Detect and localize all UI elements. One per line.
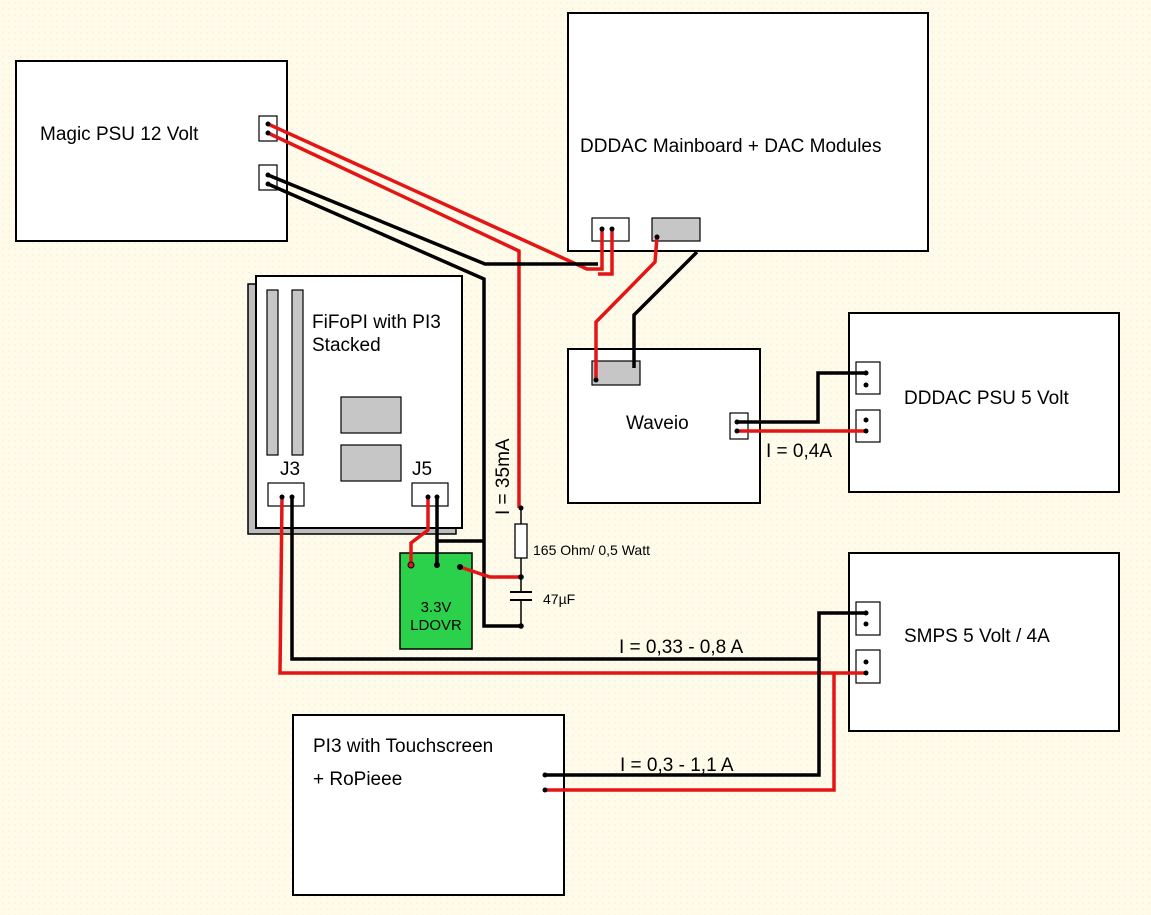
wire-pi3-smps-ground <box>545 659 821 777</box>
waveio-power-connector <box>729 412 749 440</box>
capacitor-label: 47µF <box>543 591 575 607</box>
wire-pi3-smps-positive <box>545 673 836 792</box>
smps-box: SMPS 5 Volt / 4A <box>848 552 1120 732</box>
wire-psu12-mainboard-positive <box>267 122 604 271</box>
smps-connector-positive <box>855 649 881 684</box>
waveio-i2s-connector <box>591 360 641 386</box>
wire-psu12-resistor-positive <box>267 131 521 508</box>
wire-i2s-black <box>632 250 699 368</box>
wire-mainboard-positive-return <box>598 229 614 276</box>
dddac-psu-box: DDDAC PSU 5 Volt <box>848 312 1120 493</box>
ldovr-label-line2: LDOVR <box>410 617 462 634</box>
wire-j3-smps-positive <box>278 496 866 675</box>
pi3-touchscreen-box: PI3 with Touchscreen + RoPieee <box>292 714 565 896</box>
pi3-label-line1: PI3 with Touchscreen <box>313 736 493 757</box>
smps-connector-ground <box>855 601 881 636</box>
chip-1 <box>340 396 402 434</box>
capacitor-47uf: 47µF <box>510 577 575 626</box>
chip-2 <box>340 444 402 482</box>
dddac-psu-connector-ground <box>855 361 881 395</box>
wire-resistor-ldovr <box>459 565 521 579</box>
dddac-mainboard-label: DDDAC Mainboard + DAC Modules <box>580 136 881 157</box>
pin-dots <box>265 121 869 793</box>
resistor-165-ohm: 165 Ohm/ 0,5 Watt <box>514 508 650 577</box>
dddac-psu-label: DDDAC PSU 5 Volt <box>904 388 1069 409</box>
smps-label: SMPS 5 Volt / 4A <box>904 626 1050 647</box>
gpio-header-left <box>266 289 279 456</box>
gpio-header-right <box>291 289 304 456</box>
current-waveio-label: I = 0,4A <box>766 441 832 462</box>
j5-label: J5 <box>412 459 432 480</box>
j5-connector <box>411 482 449 507</box>
current-pi3-label: I = 0,3 - 1,1 A <box>620 755 734 776</box>
fifopi-label-line2: Stacked <box>312 335 381 356</box>
pi3-label-line2: + RoPieee <box>313 769 402 790</box>
magic-psu-box: Magic PSU 12 Volt <box>15 60 288 242</box>
wire-j5-ldovr-positive <box>409 497 430 565</box>
j3-connector <box>267 482 305 507</box>
fifopi-label-line1: FiFoPI with PI3 <box>312 312 441 333</box>
current-fifopi-label: I = 0,33 - 0,8 A <box>619 637 743 658</box>
fifopi-box: FiFoPI with PI3 Stacked J3 J5 <box>247 275 463 535</box>
wire-waveio-psu-ground <box>737 371 866 424</box>
resistor-label: 165 Ohm/ 0,5 Watt <box>533 542 650 558</box>
wire-psu12-ground-a <box>267 173 598 266</box>
wire-psu12-ground-b <box>267 182 521 628</box>
wire-i2s-red <box>594 236 659 380</box>
dddac-mainboard-box: DDDAC Mainboard + DAC Modules <box>567 12 929 252</box>
mainboard-i2s-connector <box>651 217 701 242</box>
j3-label: J3 <box>280 459 300 480</box>
dddac-psu-connector-positive <box>855 409 881 443</box>
ldovr-label-line1: 3.3V <box>421 599 452 616</box>
waveio-label: Waveio <box>626 413 689 434</box>
current-35ma-label: I = 35mA <box>493 438 514 515</box>
waveio-box: Waveio <box>567 348 761 504</box>
magic-psu-label: Magic PSU 12 Volt <box>40 124 199 145</box>
